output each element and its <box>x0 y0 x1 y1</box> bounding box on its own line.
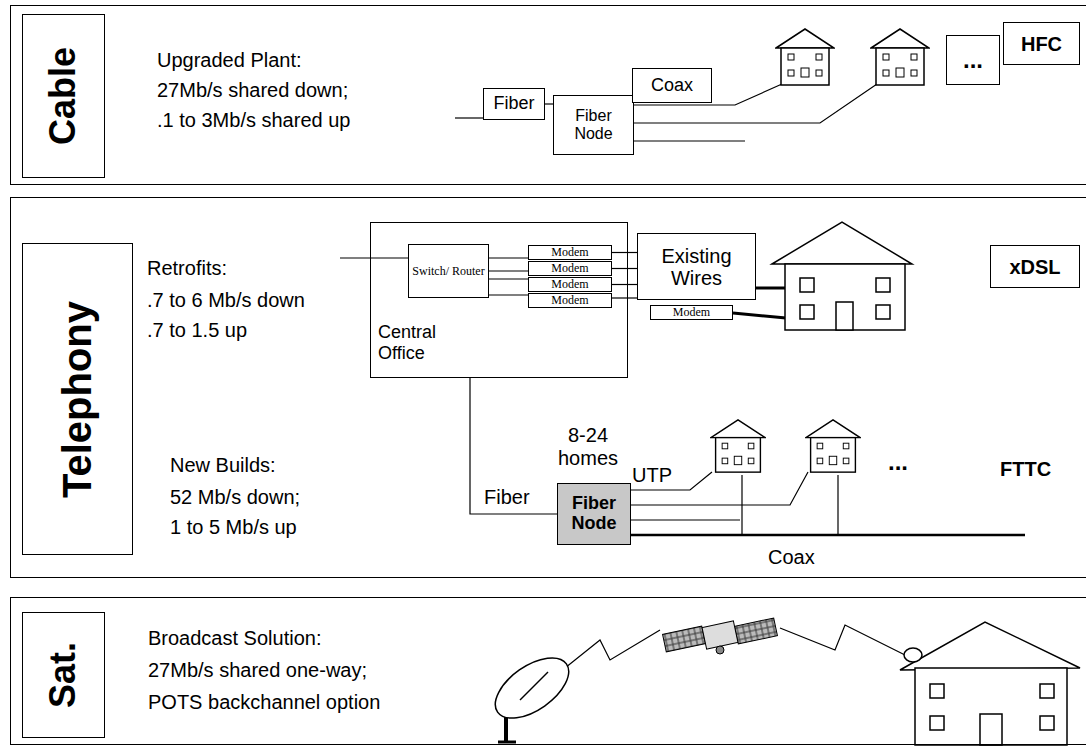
node-text: Retrofits: <box>147 256 227 280</box>
modem-box: Modem <box>528 293 612 308</box>
band-panel: Retrofits: .7 to 6 Mb/s down .7 to 1.5 up N… <box>10 197 1086 578</box>
node-text: Modem <box>551 278 588 291</box>
node-text: Modem <box>551 294 588 307</box>
tech-label-box: xDSL <box>990 245 1080 288</box>
band-name: Cable <box>43 47 85 145</box>
node-text: POTS backchannel option <box>148 690 380 714</box>
band-name: Sat. <box>43 642 85 708</box>
existing-wires: Existing Wires <box>637 233 756 300</box>
central-office: Central OfficeSwitch/ RouterModemModemMo… <box>370 222 628 378</box>
node-text: Fiber Node <box>558 494 630 534</box>
node-text: .7 to 6 Mb/s down <box>147 288 305 312</box>
node-text: New Builds: <box>170 453 276 477</box>
group-size: 8-24 homes <box>556 424 620 470</box>
fiber-node: Fiber Node <box>557 483 631 545</box>
node-text: Central Office <box>378 322 458 363</box>
tech-label: FTTC <box>1000 458 1051 481</box>
coax-box: Coax <box>632 68 712 103</box>
houses <box>711 29 1080 745</box>
modem-box: Modem <box>528 261 612 276</box>
connector-line <box>612 252 637 253</box>
node-text: Switch/ Router <box>412 265 484 278</box>
band-name: Telephony <box>55 300 100 497</box>
ellipsis: ... <box>888 448 908 476</box>
node-text: 27Mb/s shared one-way; <box>148 658 367 682</box>
node-text: Modem <box>551 246 588 259</box>
node-text: .1 to 3Mb/s shared up <box>157 108 350 132</box>
fiber-node: Fiber Node <box>553 95 634 155</box>
fiber-box: Fiber <box>483 88 545 120</box>
node-text: ... <box>963 47 983 73</box>
connector-line <box>489 278 528 279</box>
band-panel: Upgraded Plant: 27Mb/s shared down; .1 to … <box>10 5 1086 185</box>
node-text: Broadcast Solution: <box>148 626 321 650</box>
wires <box>340 84 1025 668</box>
band-title: Cable <box>22 14 105 178</box>
connector-line <box>612 284 637 285</box>
wire-label: Coax <box>768 546 815 569</box>
modem-box: Modem <box>528 245 612 260</box>
connector-line <box>489 257 528 258</box>
edge-label: Fiber <box>482 486 532 509</box>
node-text: Fiber Node <box>554 107 633 142</box>
node-text: Modem <box>551 262 588 275</box>
switch-router: Switch/ Router <box>408 244 489 298</box>
ellipsis-box: ... <box>946 35 1000 85</box>
connector-line <box>489 270 528 271</box>
connector-line <box>545 103 553 104</box>
satellite-dish <box>485 646 579 742</box>
band-title: Telephony <box>22 243 133 555</box>
modem-box: Modem <box>528 277 612 292</box>
node-text: Upgraded Plant: <box>157 48 302 72</box>
node-text: 27Mb/s shared down; <box>157 78 348 102</box>
connector-line <box>612 297 637 298</box>
node-text: Fiber <box>493 94 534 114</box>
modem-box: Modem <box>650 305 733 320</box>
connector-line <box>489 294 528 295</box>
node-text: Modem <box>673 306 710 319</box>
node-text: Coax <box>651 76 693 96</box>
band-panel: Broadcast Solution: 27Mb/s shared one-way… <box>10 597 1086 745</box>
node-text: .7 to 1.5 up <box>147 318 247 342</box>
tech-label-box: HFC <box>1003 22 1080 65</box>
connector-line <box>612 268 637 269</box>
band-title: Sat. <box>22 612 105 738</box>
wire-label: UTP <box>632 464 672 487</box>
satellite <box>663 618 778 654</box>
node-text: 1 to 5 Mb/s up <box>170 515 297 539</box>
connector-line <box>470 378 557 514</box>
node-text: 52 Mb/s down; <box>170 485 300 509</box>
node-text: xDSL <box>1009 256 1060 278</box>
node-text: Existing Wires <box>638 245 755 289</box>
node-text: HFC <box>1021 33 1062 55</box>
